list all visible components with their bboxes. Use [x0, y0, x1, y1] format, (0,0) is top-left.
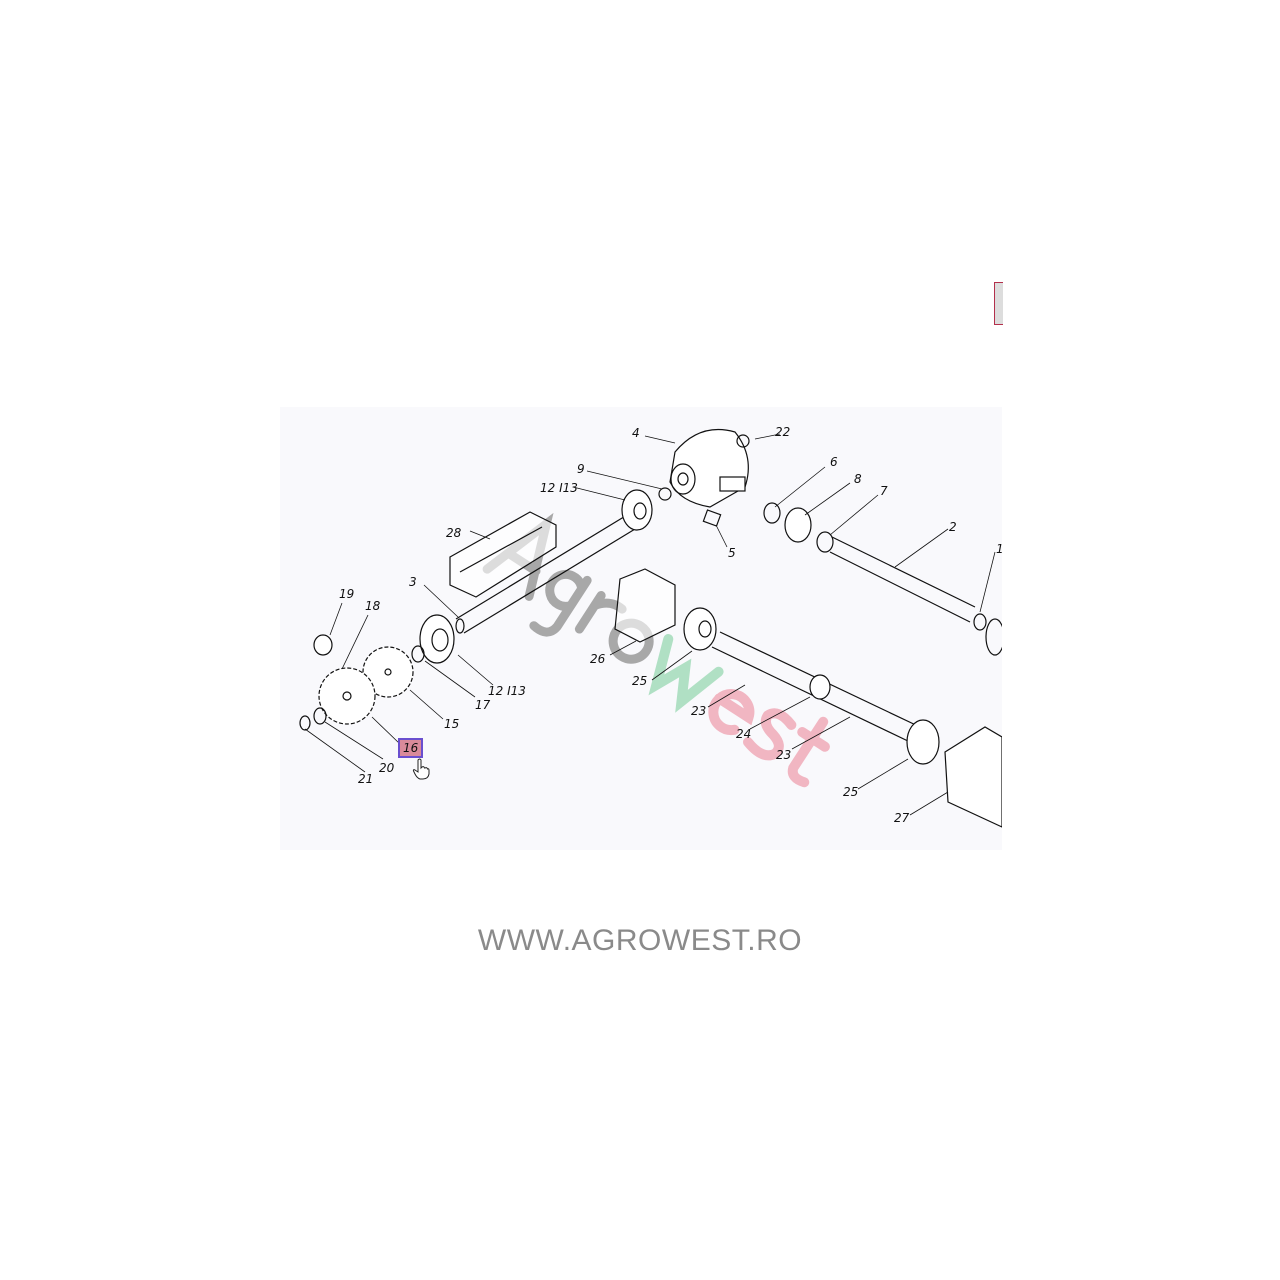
- part-label-6[interactable]: 6: [830, 455, 838, 469]
- thumbnail-image[interactable]: [994, 282, 1003, 325]
- bushing-19: [313, 634, 333, 656]
- part-label-22[interactable]: 22: [775, 425, 791, 439]
- sprocket-16: [318, 667, 376, 725]
- part-label-20[interactable]: 20: [379, 761, 395, 775]
- flange-25b: [906, 719, 940, 765]
- part-label-18[interactable]: 18: [365, 599, 381, 613]
- part-label-8[interactable]: 8: [854, 472, 862, 486]
- shaft-23-24: [711, 631, 921, 743]
- part-label-24[interactable]: 24: [736, 727, 752, 741]
- part-label-15[interactable]: 15: [444, 717, 460, 731]
- diagram-drawing: [299, 428, 1002, 828]
- parts-diagram: [280, 407, 1002, 850]
- washer-21: [299, 715, 311, 731]
- flange-8: [784, 507, 812, 543]
- housing-26: [614, 568, 676, 643]
- box-27: [944, 726, 1002, 828]
- part-label-23a[interactable]: 23: [691, 704, 707, 718]
- bearing-flange: [419, 614, 455, 664]
- part-label-19[interactable]: 19: [339, 587, 355, 601]
- leader-lines: [304, 433, 996, 816]
- part-label-5[interactable]: 5: [728, 546, 736, 560]
- bushing-17: [411, 645, 425, 663]
- plate-5: [702, 509, 722, 527]
- part-label-2[interactable]: 2: [949, 520, 957, 534]
- part-label-7[interactable]: 7: [880, 484, 888, 498]
- part-label-4[interactable]: 4: [632, 426, 640, 440]
- part-label-21[interactable]: 21: [358, 772, 374, 786]
- part-label-27[interactable]: 27: [894, 811, 910, 825]
- shaft-2: [829, 536, 1002, 656]
- bearing-7: [816, 531, 834, 553]
- part-label-23b[interactable]: 23: [776, 748, 792, 762]
- sprocket-15: [362, 646, 414, 698]
- part-label-3[interactable]: 3: [409, 575, 417, 589]
- gearbox-4: [669, 428, 749, 508]
- flange-25a: [683, 607, 717, 651]
- part-label-9[interactable]: 9: [577, 462, 585, 476]
- guard-28: [449, 511, 557, 598]
- hand-cursor-icon: [412, 758, 430, 780]
- part-label-28[interactable]: 28: [446, 526, 462, 540]
- part-label-26[interactable]: 26: [590, 652, 606, 666]
- shaft-3: [455, 511, 641, 634]
- part-label-25a[interactable]: 25: [632, 674, 648, 688]
- flange-6: [763, 502, 781, 524]
- part-label-12-113-bottom[interactable]: 12 I13: [488, 684, 526, 698]
- washer-20: [313, 707, 327, 725]
- part-label-25b[interactable]: 25: [843, 785, 859, 799]
- part-label-16[interactable]: 16: [397, 738, 424, 758]
- nut-22: [736, 434, 750, 448]
- part-label-1x[interactable]: 1: [996, 542, 1004, 556]
- bearing-flange-top: [621, 489, 653, 531]
- site-url[interactable]: WWW.AGROWEST.RO: [477, 924, 803, 957]
- part-label-17[interactable]: 17: [475, 698, 491, 712]
- ring-9: [658, 487, 672, 501]
- part-label-12-113-top[interactable]: 12 I13: [540, 481, 578, 495]
